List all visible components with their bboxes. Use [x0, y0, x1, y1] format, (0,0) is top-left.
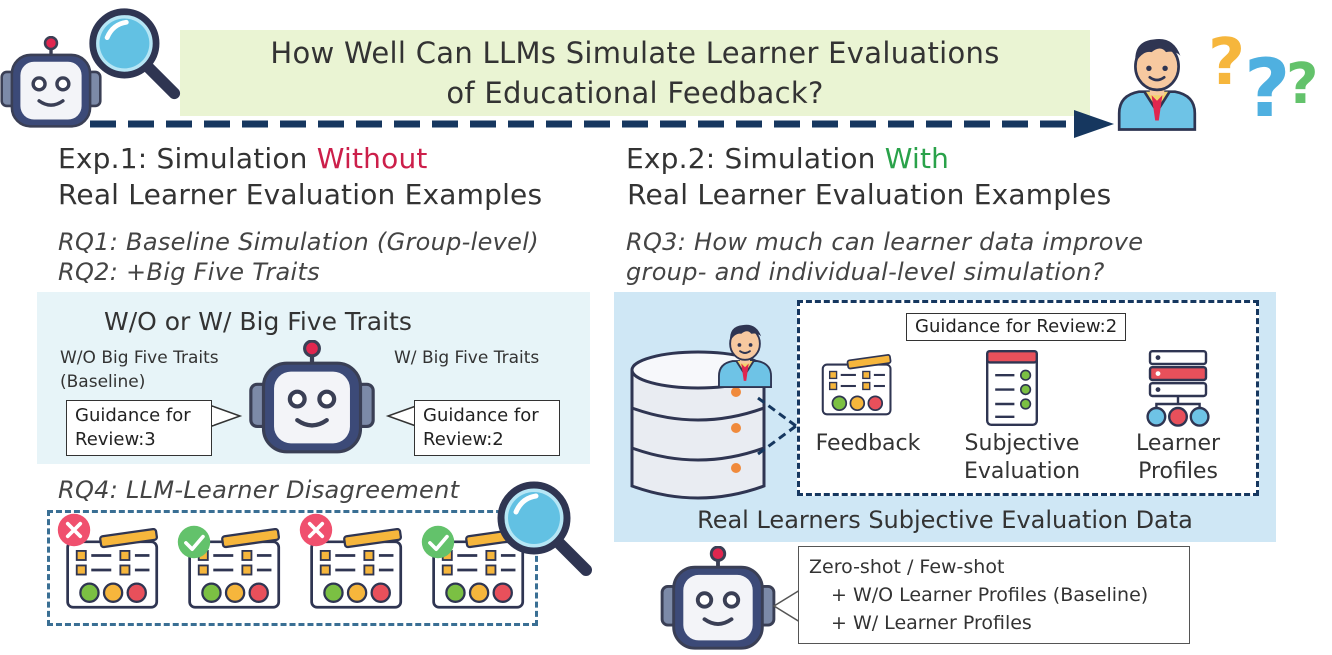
rq4: RQ4: LLM-Learner Disagreement	[58, 476, 460, 504]
subjective-label-1: Subjective	[964, 431, 1080, 456]
method-line-1: Zero-shot / Few-shot	[809, 556, 1005, 578]
title-line-2: of Educational Feedback?	[446, 76, 824, 110]
left-bubble-line-2: Review:3	[75, 429, 156, 450]
right-guidance-bubble: Guidance for Review:2	[414, 400, 560, 456]
rq1: RQ1: Baseline Simulation (Group-level)	[58, 228, 539, 256]
x-badge-icon	[56, 512, 92, 548]
exp2-title: Exp.2: Simulation With	[626, 140, 949, 178]
profiles-label-1: Learner	[1135, 431, 1221, 456]
title-box: How Well Can LLMs Simulate Learner Evalu…	[180, 30, 1090, 116]
connector-line	[757, 396, 797, 456]
robot-icon	[660, 546, 776, 652]
rq2: RQ2: +Big Five Traits	[58, 258, 320, 286]
big-five-panel-title: W/O or W/ Big Five Traits	[104, 307, 412, 336]
exp1-prefix: Exp.1: Simulation	[58, 142, 317, 175]
panel-caption: Real Learners Subjective Evaluation Data	[697, 506, 1193, 534]
left-guidance-bubble: Guidance for Review:3	[66, 400, 212, 456]
w-label: W/ Big Five Traits	[394, 348, 540, 368]
learner-icon	[1112, 24, 1202, 136]
learner-profiles-icon	[1138, 348, 1218, 428]
feedback-icon	[820, 352, 896, 420]
right-bubble-line-2: Review:2	[423, 429, 504, 450]
title-line-1: How Well Can LLMs Simulate Learner Evalu…	[270, 36, 1000, 70]
magnifier-icon	[494, 476, 594, 580]
exp1-title: Exp.1: Simulation Without	[58, 140, 428, 178]
exp2-highlight: With	[884, 142, 950, 175]
disagreement-box	[47, 510, 538, 626]
bubble-tail-left	[210, 404, 243, 428]
bubble-tail-right	[385, 404, 418, 428]
method-line-3: + W/ Learner Profiles	[831, 612, 1032, 634]
question-marks-icon: ? ? ?	[1208, 26, 1319, 135]
check-badge-icon	[420, 524, 456, 560]
x-badge-icon	[298, 512, 334, 548]
flow-arrow	[90, 110, 1114, 138]
exp1-highlight: Without	[316, 142, 428, 175]
exp2-prefix: Exp.2: Simulation	[626, 142, 885, 175]
method-line-2: + W/O Learner Profiles (Baseline)	[831, 584, 1149, 606]
subjective-label-2: Evaluation	[963, 459, 1081, 484]
robot-icon	[246, 340, 378, 456]
feedback-label: Feedback	[815, 431, 921, 456]
subjective-evaluation-icon	[984, 348, 1040, 428]
database-icon	[630, 350, 766, 500]
exp2-subtitle: Real Learner Evaluation Examples	[618, 178, 1112, 211]
rq3-line-2: group- and individual-level simulation?	[626, 258, 1105, 286]
right-bubble-line-1: Guidance for	[423, 405, 539, 426]
method-box: Zero-shot / Few-shot + W/O Learner Profi…	[798, 546, 1190, 644]
profiles-label-2: Profiles	[1138, 459, 1218, 484]
wo-label: W/O Big Five Traits	[60, 348, 219, 368]
check-badge-icon	[176, 524, 212, 560]
exp1-subtitle: Real Learner Evaluation Examples	[58, 178, 543, 211]
baseline-label: (Baseline)	[60, 372, 146, 392]
magnifier-icon	[86, 5, 182, 101]
exp2-guidance-bubble: Guidance for Review:2	[906, 313, 1127, 341]
rq3-line-1: RQ3: How much can learner data improve	[626, 228, 1144, 256]
learner-icon	[714, 312, 776, 394]
left-bubble-line-1: Guidance for	[75, 405, 191, 426]
